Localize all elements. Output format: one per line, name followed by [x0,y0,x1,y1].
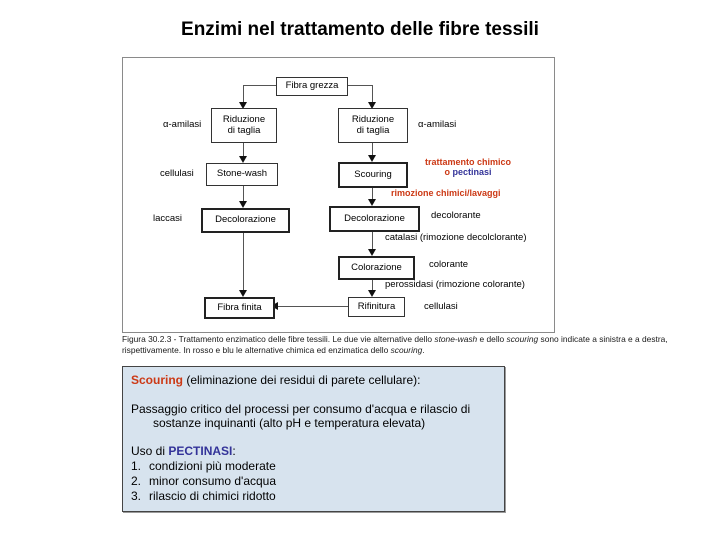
node-decolorazione-left: Decolorazione [201,208,290,233]
label-perossidasi: perossidasi (rimozione colorante) [385,279,525,290]
connector-line [243,141,244,157]
scouring-infobox: Scouring (eliminazione dei residui di pa… [122,366,505,512]
label-cellulasi-right: cellulasi [424,301,458,312]
connector-line [243,85,276,86]
label-catalasi: catalasi (rimozione decolclorante) [385,232,527,243]
flowchart-frame: Fibra grezza Riduzione di taglia Riduzio… [122,57,555,333]
arrowhead-down [368,155,376,162]
connector-line [243,85,244,102]
node-riduzione-di-taglia-right: Riduzione di taglia [338,108,408,143]
arrowhead-down [239,201,247,208]
list-item: 3. rilascio di chimici ridotto [131,489,496,503]
list-item-number: 2. [131,474,142,489]
list-item-text: rilascio di chimici ridotto [149,489,276,504]
label-laccasi: laccasi [153,213,183,224]
node-label: Riduzione di taglia [351,113,395,137]
node-scouring: Scouring [338,162,408,188]
node-label: Riduzione di taglia [222,113,266,137]
caption-segment-italic: scouring [506,334,539,344]
node-label-line1: Riduzione [222,113,266,125]
node-label: Scouring [354,168,392,180]
label-cellulasi-left: cellulasi [160,168,194,179]
arrowhead-down [368,102,376,109]
node-riduzione-di-taglia-left: Riduzione di taglia [211,108,277,143]
infobox-paragraph: Passaggio critico del processi per consu… [131,402,496,430]
label-alfa-amilasi-right: α-amilasi [418,119,457,130]
page-title: Enzimi nel trattamento delle fibre tessi… [181,19,539,40]
node-label: Fibra finita [217,301,262,313]
infobox-heading-rest: (eliminazione dei residui di parete cell… [183,373,421,387]
note-rimozione-chimici: rimozione chimici/lavaggi [391,188,501,198]
connector-line [372,85,373,102]
infobox-uso: Uso di PECTINASI: [131,444,496,458]
list-item-text: condizioni più moderate [149,459,276,474]
infobox-uso-prefix: Uso di [131,444,169,459]
node-stone-wash: Stone-wash [206,163,278,186]
caption-segment: sono indicate a sinistra e a destra, ris… [122,334,668,355]
list-item: 2. minor consumo d'acqua [131,474,496,488]
arrowhead-down [368,290,376,297]
node-label: Decolorazione [215,214,276,226]
label-alfa-amilasi-left: α-amilasi [163,119,202,130]
caption-segment-italic: scouring [390,344,423,355]
node-fibra-finita: Fibra finita [204,297,275,319]
list-item-number: 3. [131,489,142,504]
arrowhead-down [368,199,376,206]
node-label-line2: di taglia [227,124,261,136]
note-trattamento-chimico: trattamento chimico o pectinasi [413,157,523,177]
caption-segment: e dello [477,334,507,344]
infobox-paragraph-line2: sostanze inquinanti (alto pH e temperatu… [153,416,426,431]
arrowhead-down [368,249,376,256]
list-item: 1. condizioni più moderate [131,459,496,473]
node-fibra-grezza: Fibra grezza [276,77,348,96]
arrowhead-down [239,290,247,297]
caption-segment: . [422,344,425,355]
node-rifinitura: Rifinitura [348,297,405,317]
node-label-line2: di taglia [356,124,390,136]
connector-line [372,141,373,156]
figure-caption: Figura 30.2.3 - Trattamento enzimatico d… [122,334,714,356]
node-label: Decolorazione [344,212,405,224]
connector-line [243,229,244,291]
connector-line [372,184,373,200]
note-pectinasi: pectinasi [452,167,492,177]
arrowhead-down [239,156,247,163]
infobox-paragraph-line1: Passaggio critico del processi per consu… [131,402,471,416]
node-label: Rifinitura [357,300,396,312]
infobox-uso-term: PECTINASI [168,444,233,459]
note-line1: trattamento chimico [424,157,511,167]
connector-line [243,184,244,202]
connector-line [372,228,373,250]
arrowhead-down [239,102,247,109]
infobox-heading: Scouring (eliminazione dei residui di pa… [131,373,496,387]
list-item-number: 1. [131,459,142,474]
note-o: o [444,167,453,177]
infobox-heading-term: Scouring [131,373,184,387]
node-label: Stone-wash [216,168,268,180]
list-item-text: minor consumo d'acqua [149,474,277,489]
label-colorante: colorante [429,259,469,270]
node-decolorazione-right: Decolorazione [329,206,420,232]
node-label: Fibra grezza [285,80,339,92]
connector-line [278,306,348,307]
node-label-line1: Riduzione [351,113,395,125]
caption-segment-italic: stone-wash [434,334,478,344]
caption-segment: Figura 30.2.3 - Trattamento enzimatico d… [122,334,435,344]
infobox-uso-suffix: : [232,444,236,459]
connector-line [346,85,372,86]
node-label: Colorazione [351,261,402,273]
connector-line [372,276,373,291]
node-colorazione: Colorazione [338,256,415,280]
label-decolorante: decolorante [431,210,481,221]
